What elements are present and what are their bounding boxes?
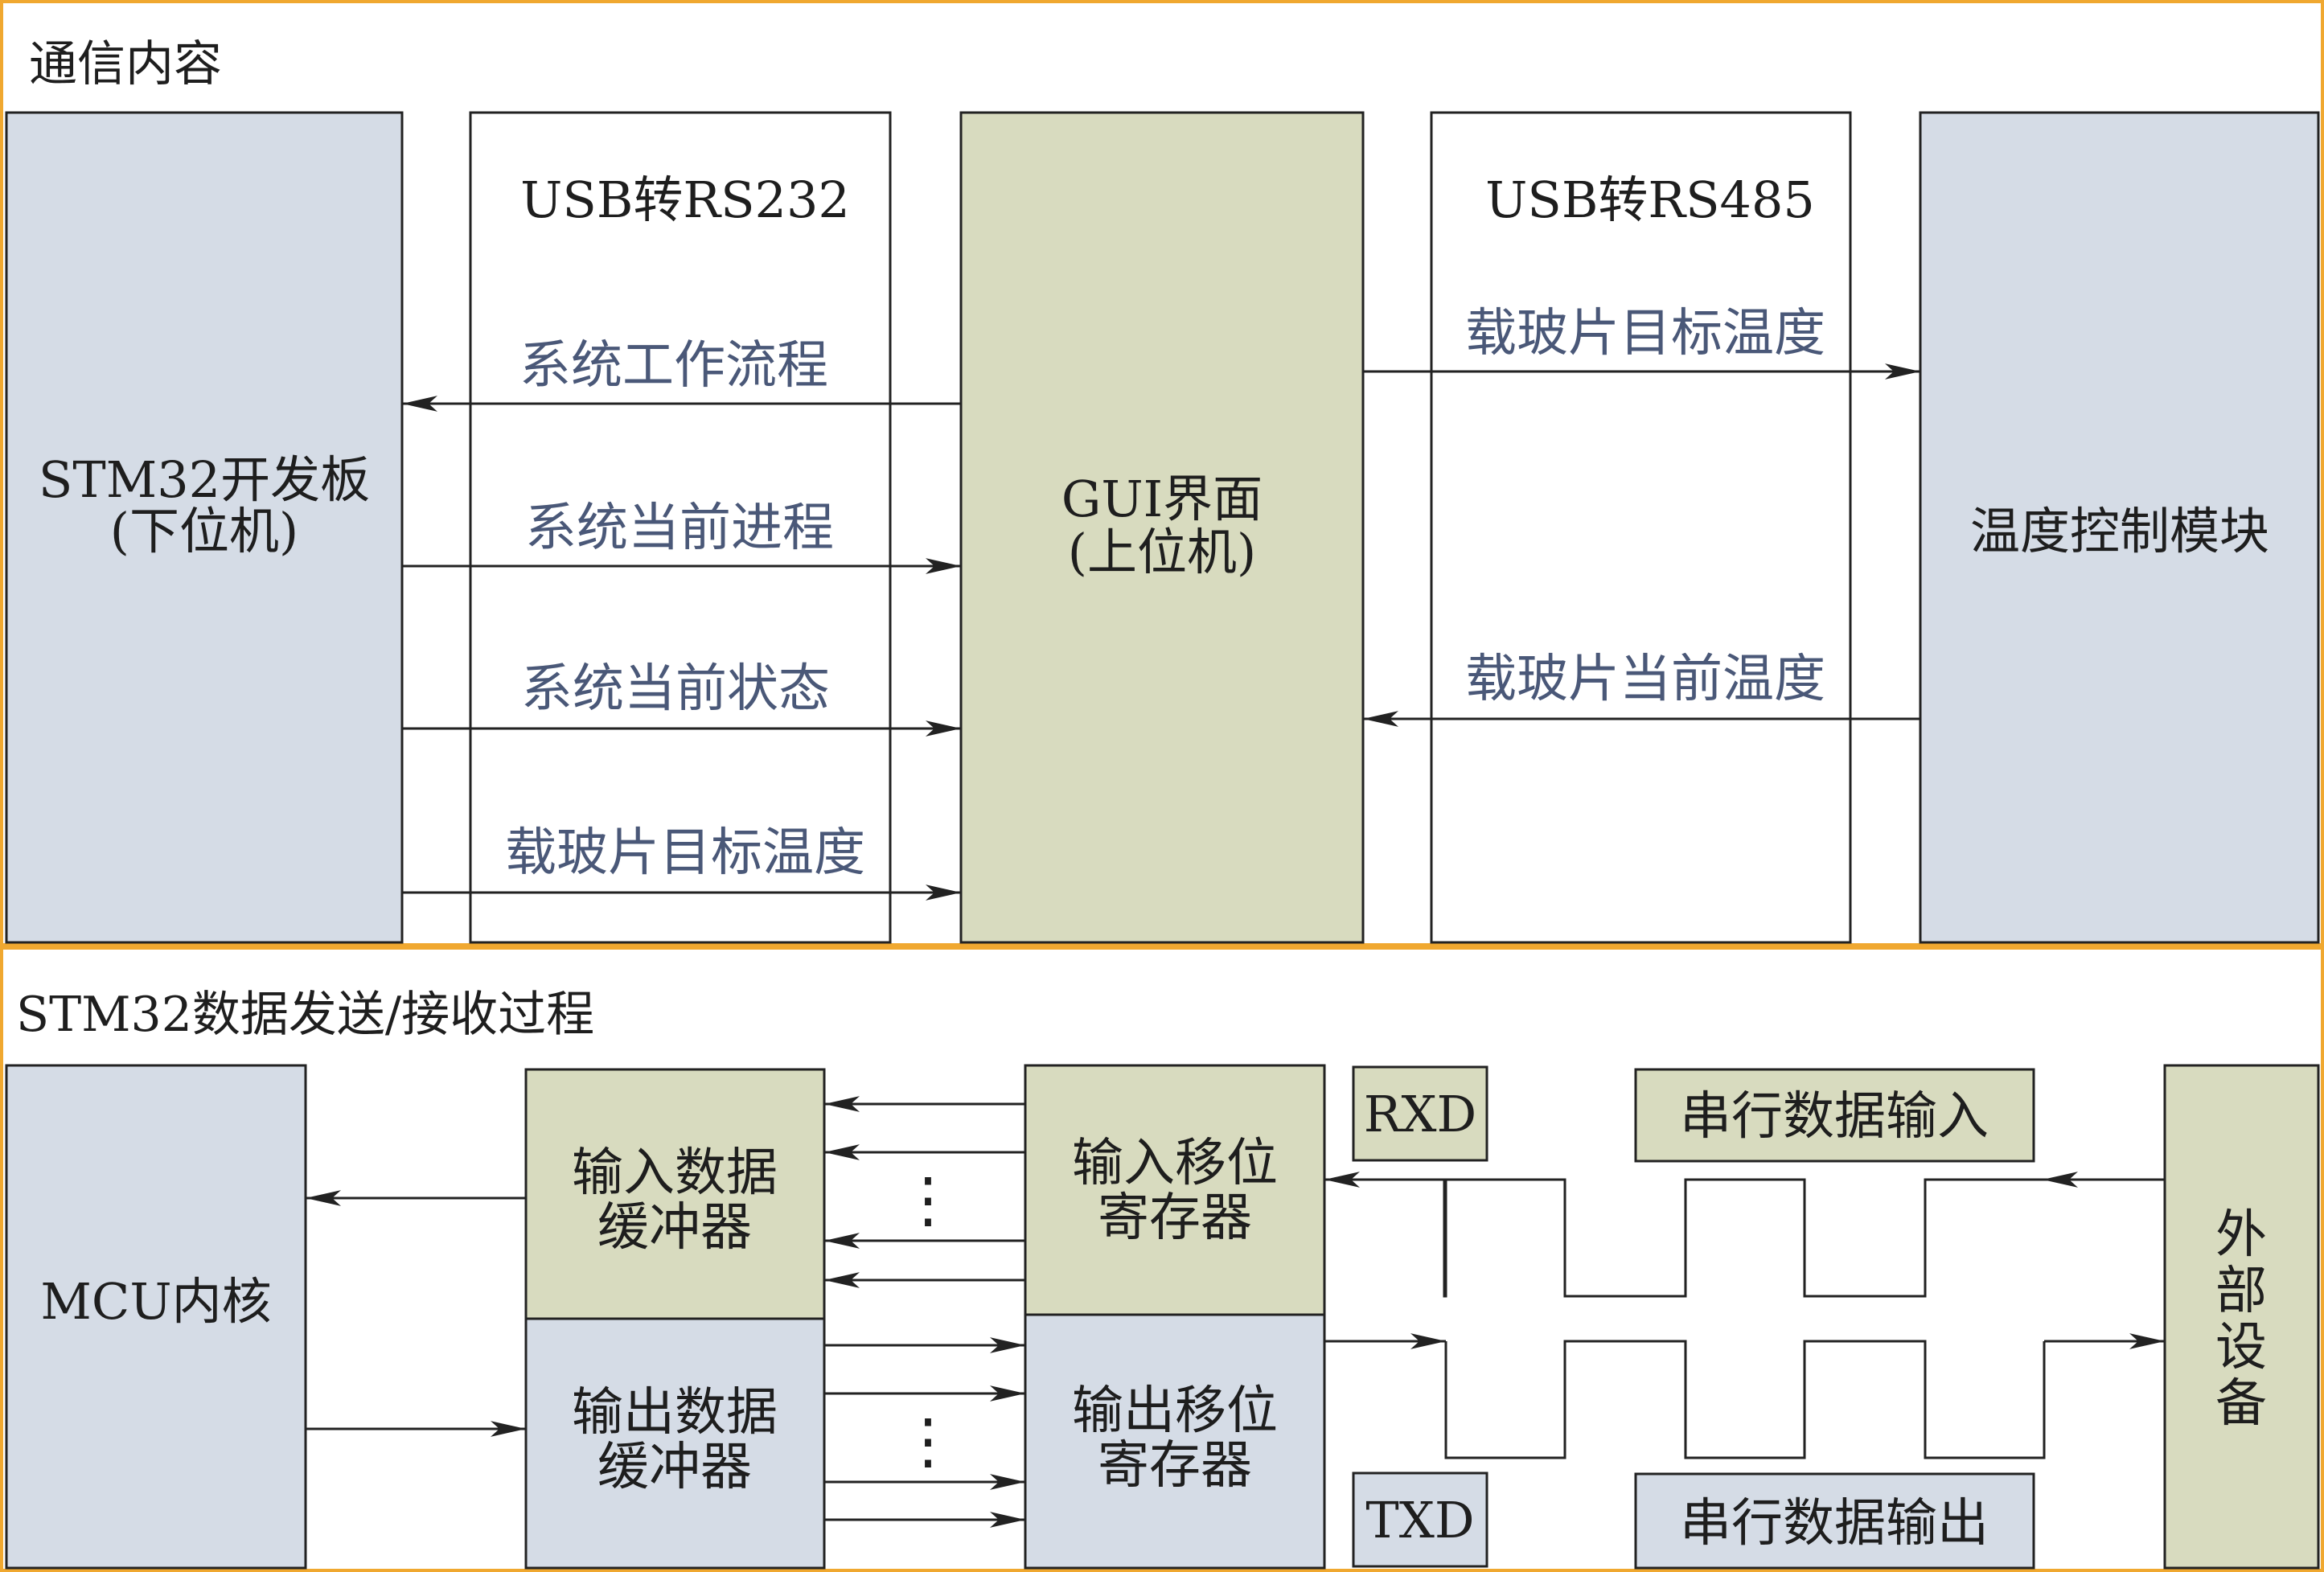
external-device-char-2: 部: [2215, 1262, 2267, 1321]
usb-rs485-box: [1430, 111, 1852, 944]
bottom-panel-frame: [0, 946, 2324, 1572]
external-device-box: [2163, 1064, 2320, 1570]
external-device-char-4: 备: [2215, 1374, 2267, 1434]
rxd-waveform: [1351, 1178, 2043, 1298]
arrow-workflow-label: 系统工作流程: [519, 336, 828, 396]
serial-input-label: 串行数据输入: [1680, 1087, 1989, 1147]
temp-module-label: 温度控制模块: [1970, 502, 2269, 560]
gui-box: [959, 111, 1365, 944]
mcu-core-label: MCU内核: [40, 1272, 271, 1331]
txd-label: TXD: [1365, 1491, 1474, 1549]
serial-input-box: [1634, 1068, 2035, 1163]
arrow-current-temp-label: 载玻片当前温度: [1465, 650, 1825, 709]
temp-module-box: [1919, 111, 2320, 944]
gui-label: GUI界面: [1061, 470, 1263, 528]
input-shift-register-label: 输入移位: [1072, 1134, 1278, 1193]
top-panel-frame: [0, 0, 2324, 946]
arrow-target-temp-right-label: 载玻片目标温度: [1465, 304, 1825, 363]
external-device-char-1: 外: [2215, 1205, 2267, 1265]
mcu-core-box: [5, 1064, 307, 1570]
usb-rs232-box: [469, 111, 892, 944]
comm-title: 通信内容: [29, 36, 222, 92]
proc-title: STM32数据发送/接收过程: [16, 987, 594, 1043]
output-shift-register-box: [1024, 1313, 1326, 1570]
arrow-process-label: 系统当前进程: [525, 499, 834, 558]
txd-box: [1352, 1471, 1488, 1568]
serial-output-label: 串行数据输出: [1680, 1494, 1989, 1554]
gui-sublabel: (上位机): [1068, 523, 1256, 581]
input-shift-register-box: [1024, 1064, 1326, 1316]
input-buffer-label: 输入数据: [572, 1143, 778, 1203]
usb-rs232-label: USB转RS232: [520, 170, 850, 229]
serial-output-box: [1634, 1472, 2035, 1570]
txd-waveform: [1444, 1340, 2046, 1459]
output-shift-register-label: 输出移位: [1072, 1381, 1278, 1441]
output-buffer-label: 输出数据: [572, 1383, 778, 1443]
output-buffer-sublabel: 缓冲器: [597, 1438, 752, 1497]
rxd-box: [1352, 1065, 1488, 1162]
usb-rs485-label: USB转RS485: [1485, 170, 1815, 229]
stm32-board-label: STM32开发板: [39, 450, 370, 509]
output-buffer-box: [524, 1317, 826, 1570]
input-shift-register-sublabel: 寄存器: [1098, 1188, 1252, 1248]
parallel-in-ellipsis: ⋮: [897, 1164, 959, 1235]
stm32-board-sublabel: (下位机): [110, 502, 298, 560]
arrow-state-label: 系统当前状态: [521, 659, 830, 719]
input-buffer-box: [524, 1068, 826, 1320]
parallel-out-ellipsis: ⋮: [897, 1405, 959, 1476]
input-buffer-sublabel: 缓冲器: [597, 1198, 752, 1258]
arrow-target-temp-left-label: 载玻片目标温度: [505, 823, 865, 883]
external-device-char-3: 设: [2215, 1318, 2267, 1377]
stm32-board-box: [5, 111, 404, 944]
output-shift-register-sublabel: 寄存器: [1098, 1436, 1252, 1496]
rxd-label: RXD: [1364, 1085, 1477, 1143]
